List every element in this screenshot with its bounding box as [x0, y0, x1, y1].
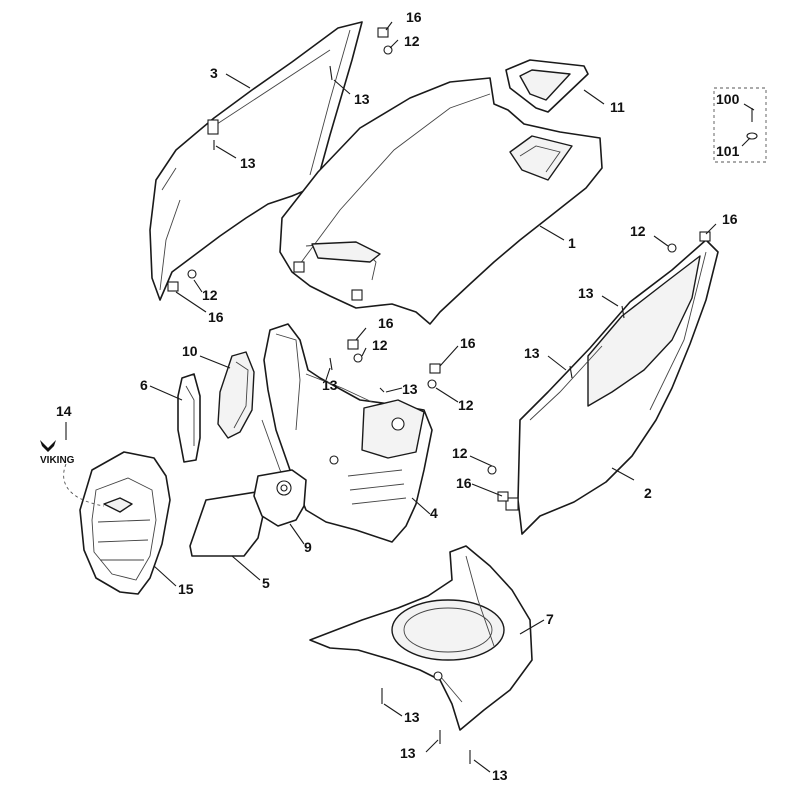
callout-13-floor-a: 13 — [404, 709, 420, 725]
clip-16-f — [497, 491, 509, 502]
callout-13-dash-b: 13 — [402, 381, 418, 397]
screw-13-c — [621, 305, 625, 319]
callout-12-lower: 12 — [452, 445, 468, 461]
viking-logo-icon — [40, 440, 56, 452]
callout-16-dash: 16 — [378, 315, 394, 331]
callout-6: 6 — [140, 377, 148, 393]
callout-12-right: 12 — [630, 223, 646, 239]
callout-12-left: 12 — [202, 287, 218, 303]
part-9-headlight-housing — [253, 469, 307, 527]
screw-13-a — [329, 65, 333, 81]
callout-13-floor-c: 13 — [492, 767, 508, 783]
callout-16-lower: 16 — [456, 475, 472, 491]
hardware — [167, 27, 711, 764]
clip-16-b — [167, 281, 179, 292]
callout-labels: 3 16 12 13 13 11 100 101 1 12 16 13 13 1… — [56, 9, 740, 783]
callout-12-dash-right: 12 — [458, 397, 474, 413]
part-7-floor-pan — [309, 545, 533, 731]
screw-13-f — [379, 387, 385, 393]
nut-12-c — [667, 243, 677, 253]
callout-11: 11 — [610, 99, 625, 115]
part-5-headlight-lens — [189, 491, 267, 557]
callout-13-panel3: 13 — [240, 155, 256, 171]
clip-16-d — [347, 339, 359, 350]
callout-13-right-b: 13 — [524, 345, 540, 361]
part-6-side-insert — [177, 373, 201, 463]
part-15-front-grille — [79, 451, 171, 595]
leader-lines — [63, 21, 755, 773]
callout-13-right-a: 13 — [578, 285, 594, 301]
part-1-hood — [279, 77, 603, 325]
callout-7: 7 — [546, 611, 554, 627]
callout-16-dash-right: 16 — [460, 335, 476, 351]
clip-16-c — [699, 231, 711, 242]
viking-logo: VIKING — [40, 440, 75, 466]
callout-101: 101 — [716, 143, 740, 159]
callout-100: 100 — [716, 91, 740, 107]
callout-3: 3 — [210, 65, 218, 81]
part-2-right-panel — [505, 239, 719, 535]
nut-12-d — [353, 353, 363, 363]
nut-12-b — [187, 269, 197, 279]
screw-13-d — [569, 365, 573, 379]
callout-16-top: 16 — [406, 9, 422, 25]
part-10-side-lens — [217, 351, 255, 439]
clip-16-a — [377, 27, 389, 38]
callout-5: 5 — [262, 575, 270, 591]
viking-logo-text: VIKING — [40, 455, 75, 466]
callout-12-top: 12 — [404, 33, 420, 49]
callout-12-dash: 12 — [372, 337, 388, 353]
clip-16-e — [429, 363, 441, 374]
callout-1: 1 — [568, 235, 576, 251]
callout-13-top: 13 — [354, 91, 370, 107]
washer-101 — [746, 132, 758, 140]
callout-9: 9 — [304, 539, 312, 555]
screw-13-e — [329, 357, 333, 371]
detail-box-100-101 — [713, 87, 767, 163]
callout-10: 10 — [182, 343, 198, 359]
callout-16-left: 16 — [208, 309, 224, 325]
callout-13-floor-b: 13 — [400, 745, 416, 761]
nut-12-f — [487, 465, 497, 475]
callout-4: 4 — [430, 505, 438, 521]
callout-2: 2 — [644, 485, 652, 501]
nut-12-e — [427, 379, 437, 389]
part-11-vent — [505, 59, 589, 113]
callout-15: 15 — [178, 581, 194, 597]
callout-14: 14 — [56, 403, 72, 419]
part-3-left-panel — [149, 21, 363, 301]
callout-16-right: 16 — [722, 211, 738, 227]
callout-13-dash-a: 13 — [322, 377, 338, 393]
